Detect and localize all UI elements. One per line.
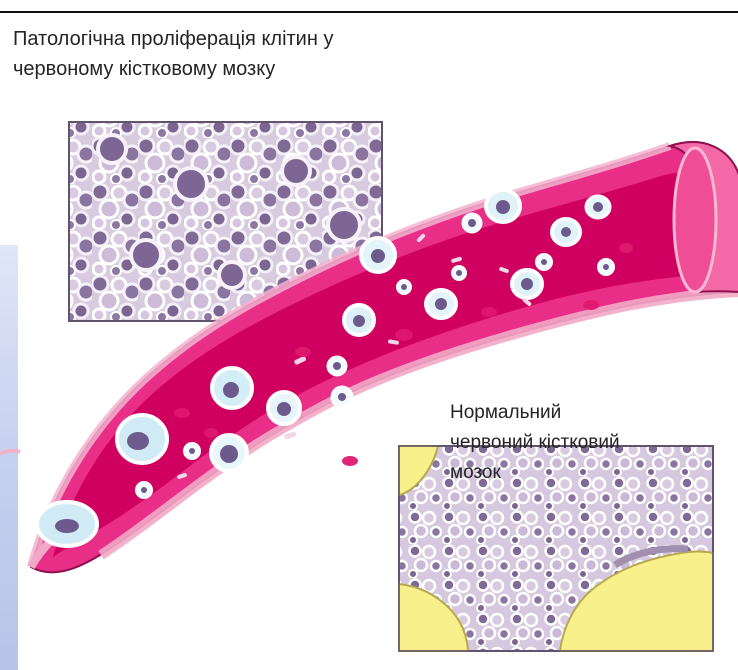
cell-large-11 [586,196,610,218]
pathological-caption: Патологічна проліферація клітин у червон… [13,24,333,84]
cell-large-8 [486,190,520,222]
cell-large-1 [117,415,167,463]
cell-large-4 [211,435,247,471]
cell-large-3 [268,392,300,424]
cell-large-7 [426,290,456,318]
cell-large-6 [361,238,395,272]
cell-large-9 [512,270,542,298]
normal-caption: Нормальний червоний кістковий мозок [450,398,620,488]
pathological-caption-line-1: Патологічна проліферація клітин у [13,24,333,54]
cell-large-2 [212,368,252,408]
normal-caption-line-2: червоний кістковий [450,428,620,458]
cell-large-5 [344,305,374,335]
cell-large-10 [552,219,580,245]
normal-caption-line-3: мозок [450,458,620,488]
normal-caption-line-1: Нормальний [450,398,620,428]
cell-edge [37,502,97,546]
pathological-caption-line-2: червоному кістковому мозку [13,54,333,84]
